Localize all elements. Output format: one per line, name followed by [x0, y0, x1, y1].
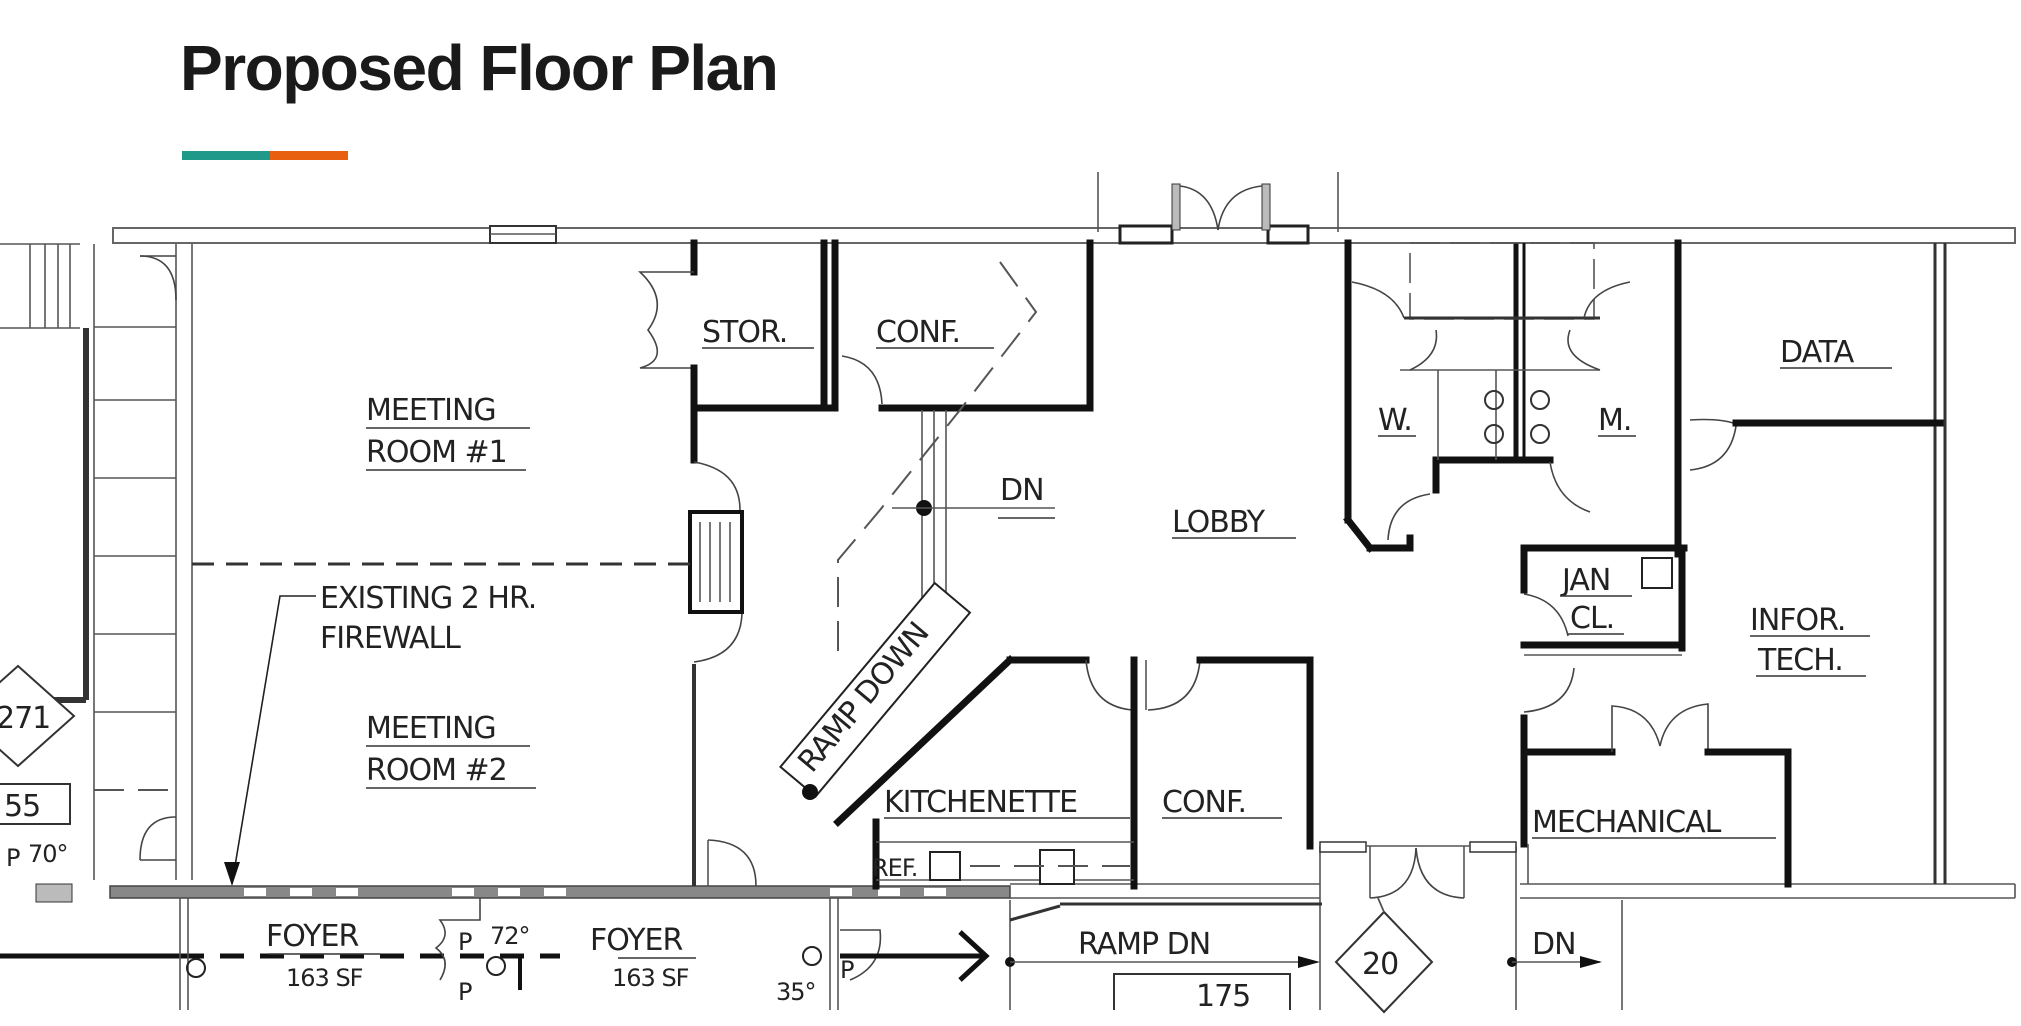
ramp-dn-label: RAMP DN — [1078, 927, 1210, 962]
diamond-left-value: 271 — [0, 701, 50, 736]
parking-mid-top: P — [458, 928, 472, 956]
accent-bar-orange — [270, 151, 348, 160]
parking-mid-bottom: P — [458, 978, 472, 1006]
kitchenette-label: KITCHENETTE — [884, 785, 1077, 820]
conf-lower-label: CONF. — [1162, 785, 1246, 820]
lobby-label: LOBBY — [1172, 505, 1266, 540]
storage-label: STOR. — [702, 315, 787, 350]
foyer-2-area: 163 SF — [612, 964, 689, 992]
angle-right: 35° — [776, 978, 816, 1006]
foyer-strip — [0, 664, 1623, 1014]
markers: 271 55 P 70° P 72° P P 35° 20 175 — [0, 701, 1399, 1014]
outer-walls — [0, 172, 2016, 903]
parking-left: P — [6, 844, 20, 872]
diamond-right-value: 20 — [1362, 947, 1398, 982]
meeting-room-2-line1: MEETING — [366, 711, 496, 746]
mens-restroom-label: M. — [1598, 403, 1631, 438]
room-labels: MEETING ROOM #1 EXISTING 2 HR. FIREWALL … — [224, 315, 1892, 886]
conf-upper-label: CONF. — [876, 315, 960, 350]
box-left-value: 55 — [4, 789, 40, 824]
firewall-leader-arrow — [231, 595, 316, 885]
mechanical-label: MECHANICAL — [1532, 805, 1722, 840]
interior-walls — [192, 239, 1944, 1010]
dn-upper-label: DN — [1000, 473, 1044, 508]
parking-right: P — [840, 956, 854, 984]
foyer-2-label: FOYER — [590, 923, 683, 958]
page-title: Proposed Floor Plan — [180, 32, 779, 104]
foyer-1-label: FOYER — [266, 919, 359, 954]
info-tech-line1: INFOR. — [1750, 603, 1845, 638]
angle-left: 70° — [28, 840, 68, 868]
meeting-room-2-line2: ROOM #2 — [366, 753, 507, 788]
meeting-room-1-line2: ROOM #1 — [366, 435, 507, 470]
foyer-1-area: 163 SF — [286, 964, 363, 992]
refrigerator-label: REF. — [872, 854, 917, 882]
dn-right-label: DN — [1532, 927, 1576, 962]
box-ramp-value: 175 — [1196, 979, 1250, 1014]
data-room-label: DATA — [1780, 335, 1855, 370]
firewall-note-line2: FIREWALL — [320, 621, 461, 656]
angle-mid: 72° — [490, 922, 530, 950]
jan-closet-line1: JAN — [1560, 563, 1610, 598]
jan-closet-line2: CL. — [1570, 601, 1614, 636]
info-tech-line2: TECH. — [1757, 643, 1843, 678]
accent-bar-teal — [182, 151, 270, 160]
firewall-note-line1: EXISTING 2 HR. — [320, 581, 536, 616]
foyer-labels: FOYER 163 SF FOYER 163 SF RAMP DN DN — [266, 919, 1577, 992]
meeting-room-1-line1: MEETING — [366, 393, 496, 428]
womens-restroom-label: W. — [1378, 403, 1412, 438]
